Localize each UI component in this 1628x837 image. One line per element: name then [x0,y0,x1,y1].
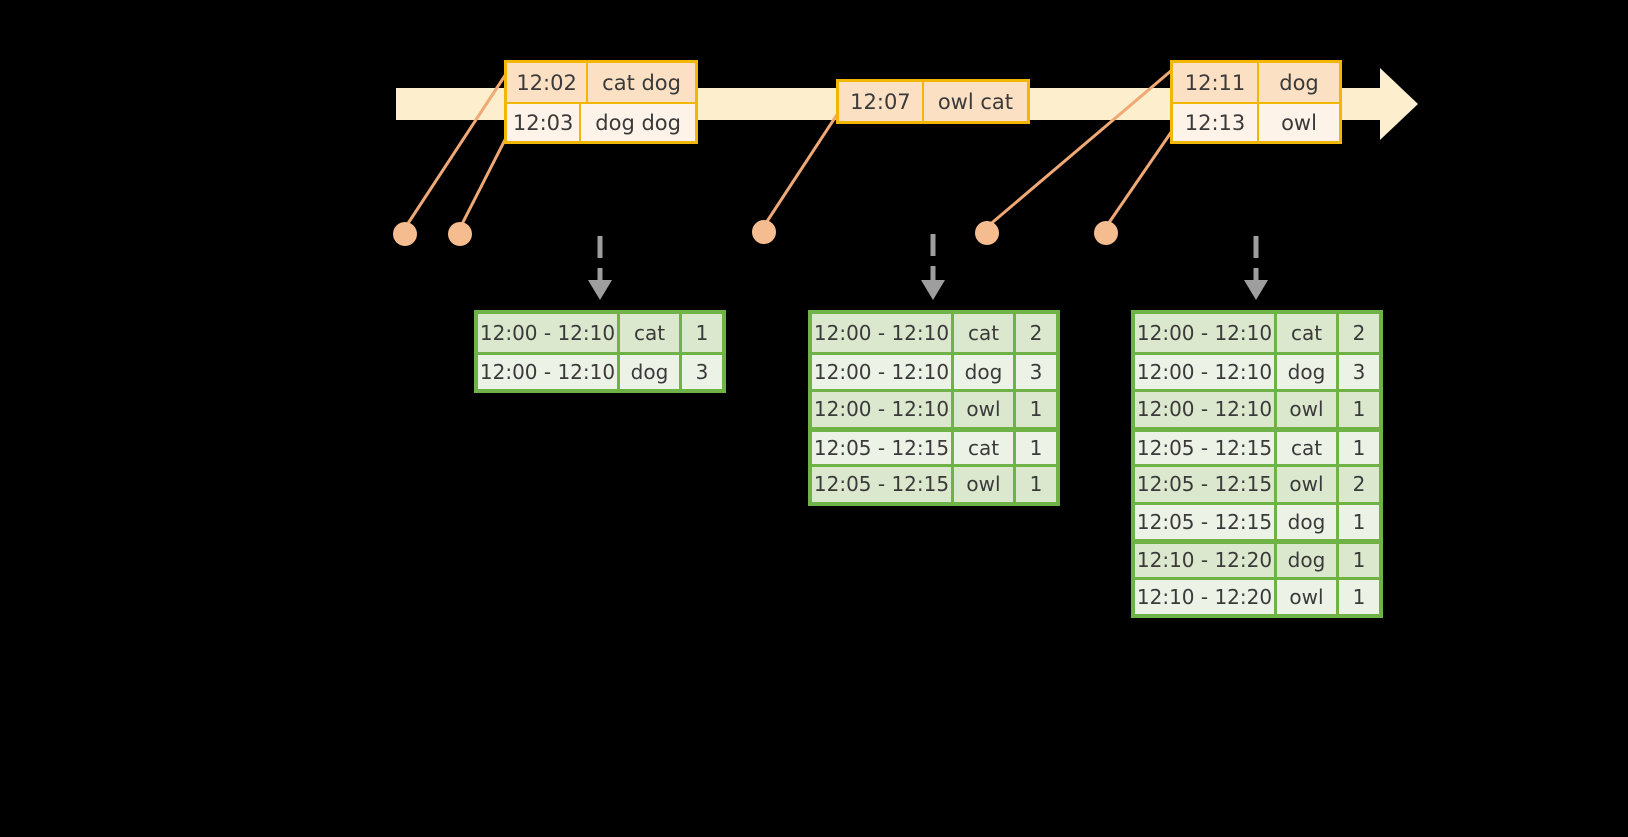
cell-window: 12:05 - 12:15 [812,431,954,464]
cell-key: dog [620,354,682,389]
cell-key: dog [1277,544,1339,577]
cell-window: 12:00 - 12:10 [812,354,954,389]
cell-key: cat [1277,314,1339,352]
dashed-arrow-3-head-icon [1244,280,1268,300]
event-time: 12:13 [1173,104,1259,141]
cell-window: 12:00 - 12:10 [1135,392,1277,427]
cell-key: owl [954,392,1016,427]
cell-count: 1 [1016,431,1056,464]
connector-dot-3 [752,220,776,244]
event-words: dog dog [581,104,695,141]
cell-key: dog [1277,354,1339,389]
cell-window: 12:00 - 12:10 [1135,314,1277,352]
cell-key: owl [1277,467,1339,502]
cell-count: 1 [1339,579,1379,614]
event-time: 12:02 [507,63,589,102]
cell-window: 12:00 - 12:10 [812,392,954,427]
cell-count: 1 [1339,544,1379,577]
event-words: owl cat [923,82,1027,121]
cell-window: 12:10 - 12:20 [1135,544,1277,577]
cell-count: 1 [1016,392,1056,427]
connector-dot-1 [393,222,417,246]
cell-count: 1 [1339,431,1379,464]
cell-count: 1 [1339,392,1379,427]
cell-window: 12:00 - 12:10 [478,314,620,352]
cell-window: 12:05 - 12:15 [1135,467,1277,502]
cell-count: 1 [682,314,722,352]
cell-key: cat [954,431,1016,464]
timeline-arrow-head-icon [1380,68,1418,140]
event-time: 12:07 [839,82,924,121]
event-words: dog [1259,63,1339,102]
cell-count: 2 [1016,314,1056,352]
cell-count: 3 [682,354,722,389]
dashed-arrows-group [588,234,1268,300]
dashed-arrow-2-head-icon [921,280,945,300]
cell-count: 1 [1016,467,1056,502]
cell-key: owl [954,467,1016,502]
cell-count: 2 [1339,467,1379,502]
cell-count: 2 [1339,314,1379,352]
cell-window: 12:10 - 12:20 [1135,579,1277,614]
dashed-arrow-1-head-icon [588,280,612,300]
cell-window: 12:05 - 12:15 [812,467,954,502]
cell-window: 12:05 - 12:15 [1135,504,1277,539]
connector-dot-5 [1094,221,1118,245]
cell-window: 12:00 - 12:10 [1135,354,1277,389]
connector-line-3 [762,109,842,227]
cell-key: dog [954,354,1016,389]
event-words: owl [1259,104,1339,141]
connector-line-5 [1104,127,1176,228]
cell-key: owl [1277,392,1339,427]
cell-window: 12:00 - 12:10 [812,314,954,352]
event-words: cat dog [588,63,695,102]
event-time: 12:11 [1173,63,1259,102]
connector-dot-2 [448,222,472,246]
cell-count: 1 [1339,504,1379,539]
cell-key: cat [620,314,682,352]
cell-key: dog [1277,504,1339,539]
cell-count: 3 [1339,354,1379,389]
event-time: 12:03 [507,104,582,141]
cell-key: owl [1277,579,1339,614]
cell-window: 12:00 - 12:10 [478,354,620,389]
cell-key: cat [954,314,1016,352]
cell-key: cat [1277,431,1339,464]
cell-count: 3 [1016,354,1056,389]
connector-dot-4 [975,221,999,245]
cell-window: 12:05 - 12:15 [1135,431,1277,464]
